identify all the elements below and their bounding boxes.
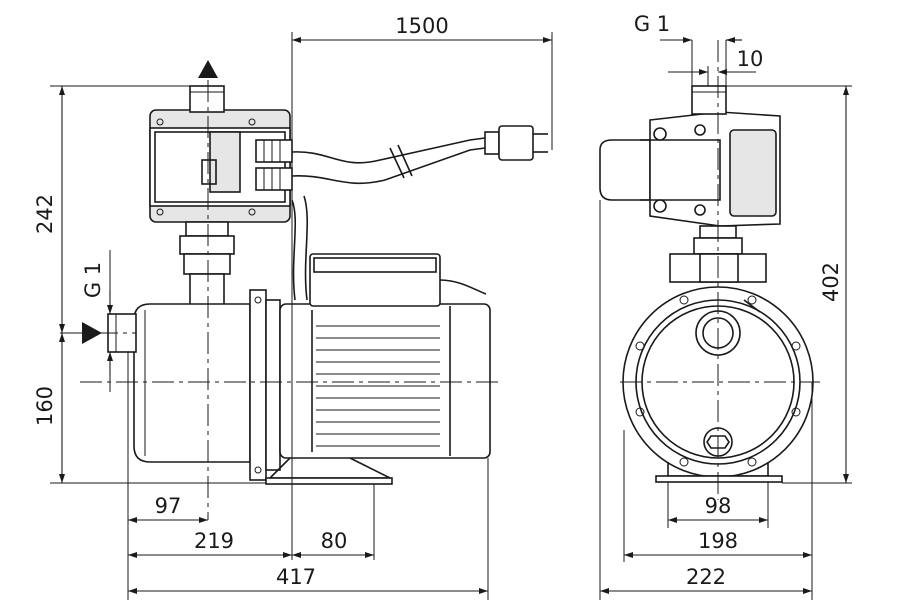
dim-label-98: 98 (705, 494, 732, 518)
dim-label-402: 402 (819, 262, 843, 302)
dim-label-97: 97 (155, 494, 182, 518)
inlet-flow-arrow (82, 322, 102, 344)
dim-label-g1-side: G 1 (81, 262, 105, 298)
outlet-flow-arrow (198, 60, 218, 78)
dim-label-242: 242 (33, 194, 57, 234)
pump-foot (265, 457, 393, 485)
dim-label-g1-top: G 1 (634, 12, 670, 36)
dim-label-10: 10 (737, 47, 764, 71)
dim-label-198: 198 (698, 529, 738, 553)
dimension-lines (50, 32, 852, 600)
pressure-control-unit (149, 85, 293, 223)
front-view (599, 40, 820, 500)
motor (279, 253, 491, 459)
dim-label-417: 417 (276, 565, 316, 589)
dim-label-80: 80 (321, 529, 348, 553)
dim-label-160: 160 (33, 386, 57, 426)
dim-label-222: 222 (686, 565, 726, 589)
power-cable (291, 125, 548, 301)
side-view (60, 60, 548, 520)
pump-housing (107, 289, 281, 481)
front-pressure-control-unit (599, 85, 781, 227)
dimension-labels: 1500 G 1 10 242 160 G 1 402 97 219 80 41… (33, 12, 843, 589)
dim-label-1500: 1500 (395, 14, 448, 38)
dim-label-219: 219 (194, 529, 234, 553)
